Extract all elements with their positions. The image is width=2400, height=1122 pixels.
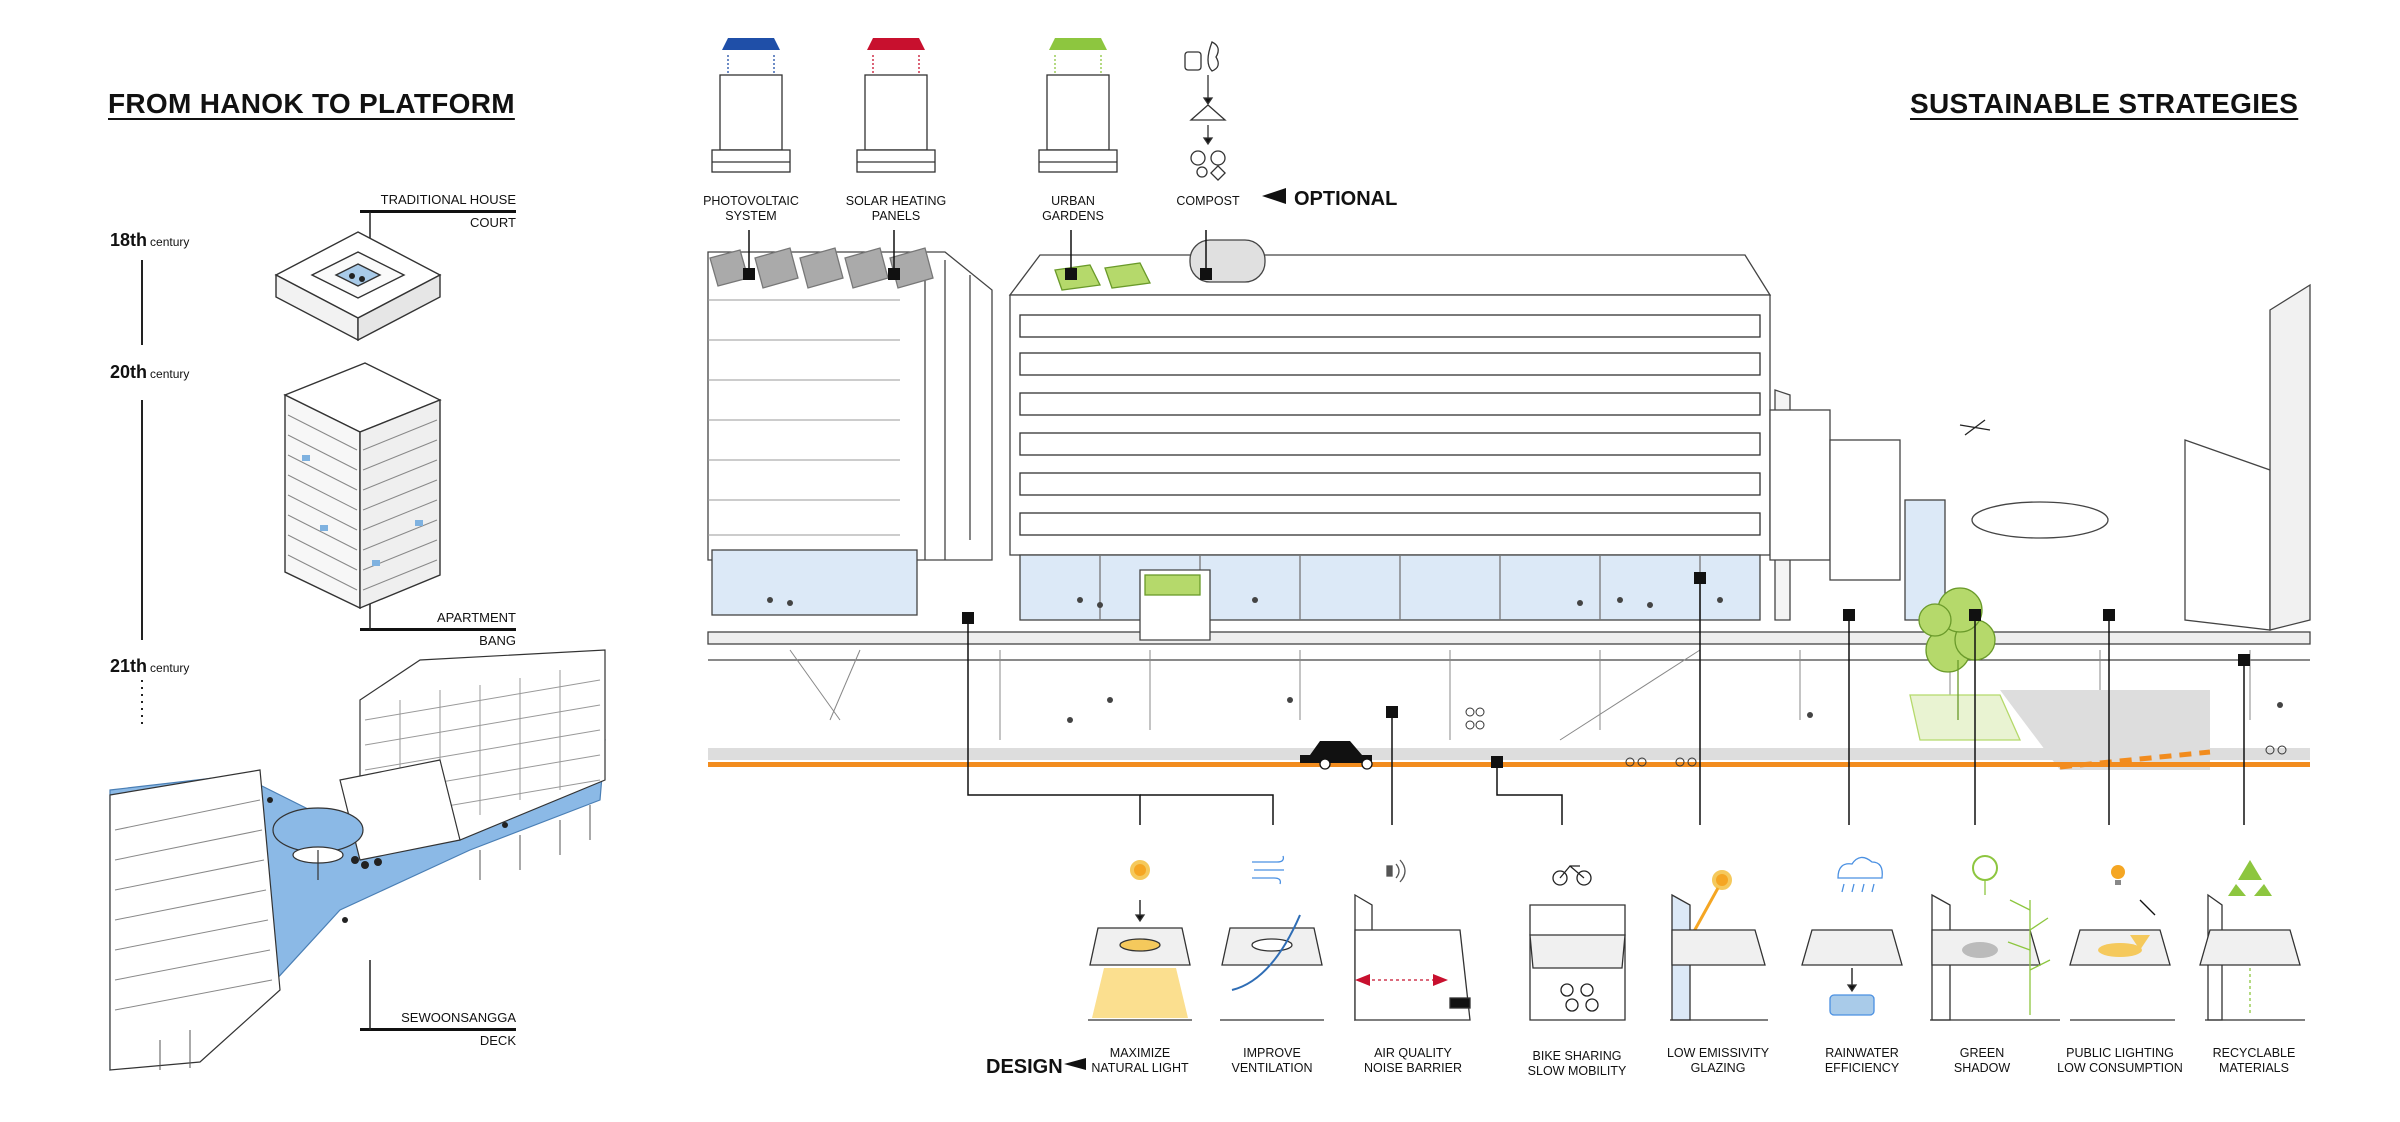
urban-garden-tower-icon xyxy=(1038,38,1118,173)
hanok-label: TRADITIONAL HOUSE COURT xyxy=(360,190,516,233)
tree-icon xyxy=(1972,855,1998,895)
sewoonsangga-label: SEWOONSANGGA DECK xyxy=(360,1008,516,1051)
optional-arrow-icon xyxy=(1262,188,1286,204)
solar-heating-tower-icon xyxy=(856,38,936,173)
sun-icon xyxy=(1130,860,1150,880)
lightbulb-icon xyxy=(2111,865,2125,885)
bicycle-icon xyxy=(1552,865,1592,886)
right-title: SUSTAINABLE STRATEGIES xyxy=(1910,88,2299,119)
drone-icon xyxy=(1959,419,1991,436)
rain-cloud-icon xyxy=(1837,856,1883,893)
design-label: DESIGN xyxy=(986,1056,1063,1078)
car-icon xyxy=(1300,741,1373,770)
street-section-drawing xyxy=(707,239,2311,770)
apartment-label: APARTMENT BANG xyxy=(360,608,516,651)
sun-glazing-icon xyxy=(1690,870,1732,936)
sewoonsangga-deck-drawing xyxy=(109,649,606,1071)
left-title: FROM HANOK TO PLATFORM xyxy=(108,88,515,119)
rooftop-icons xyxy=(711,38,1227,181)
design-arrow-icon xyxy=(1064,1058,1086,1070)
optional-label: OPTIONAL xyxy=(1294,188,1398,210)
apartment-tower-drawing xyxy=(283,362,442,610)
recycle-icon xyxy=(2228,860,2272,896)
hanok-house-drawing xyxy=(274,231,442,342)
strategy-icons xyxy=(1088,855,2305,1022)
wind-icon xyxy=(1252,855,1285,885)
compost-icon xyxy=(1184,41,1227,181)
sound-icon xyxy=(1386,859,1406,883)
rooftop-label-compost: COMPOST xyxy=(1176,194,1240,208)
photovoltaic-tower-icon xyxy=(711,38,791,173)
callout-lines xyxy=(748,230,2245,825)
callout-markers xyxy=(743,268,2250,768)
